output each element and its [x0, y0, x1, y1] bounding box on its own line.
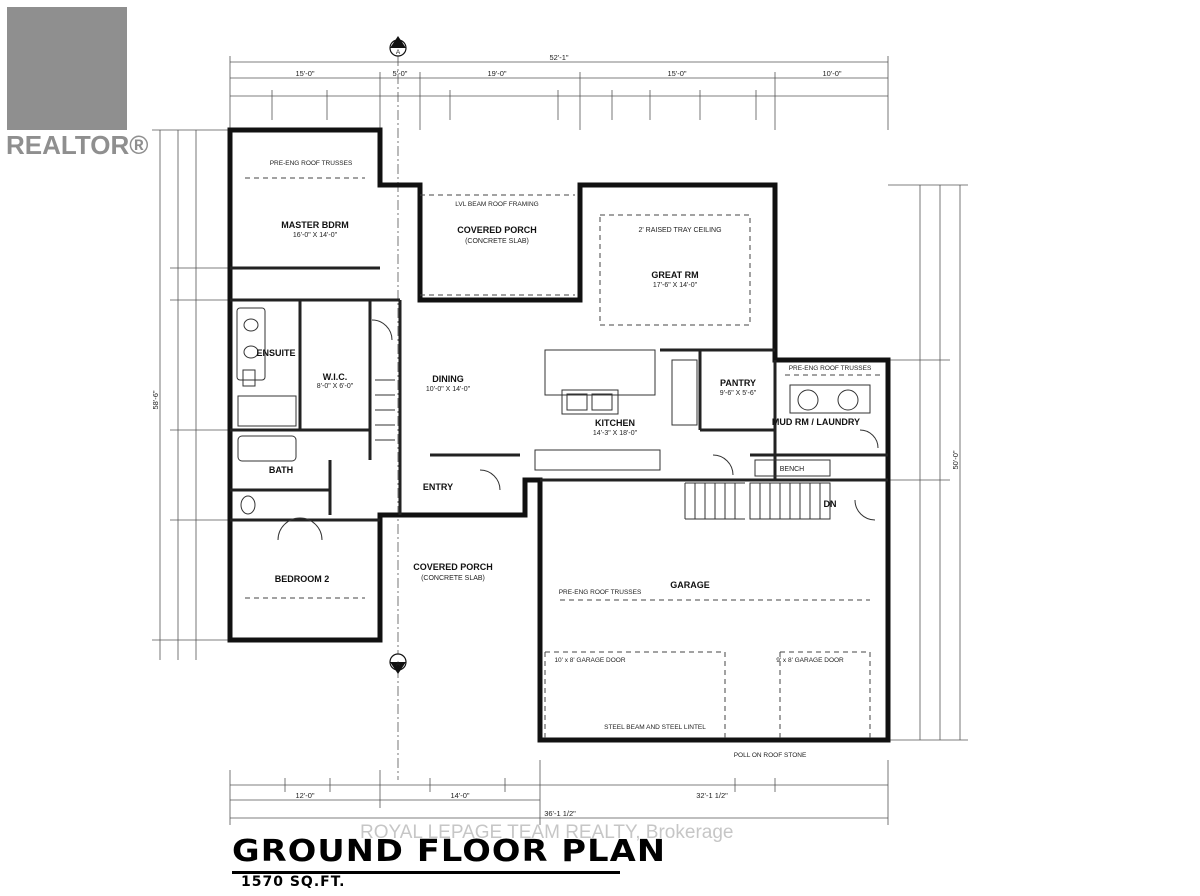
dim-overall-top: 52'-1" — [549, 53, 568, 62]
fixtures — [236, 307, 871, 515]
dim-top-2: 5'-0" — [393, 69, 408, 78]
room-bath: BATH — [269, 465, 293, 475]
dim-top-5: 10'-0" — [822, 69, 841, 78]
dim-top-4: 15'-0" — [667, 69, 686, 78]
room-dining-size: 10'-0" X 14'-0" — [426, 386, 471, 393]
room-covered-porch: COVERED PORCH — [457, 225, 537, 235]
room-entry: ENTRY — [423, 482, 453, 492]
room-dining: DINING — [432, 374, 464, 384]
room-kitchen: KITCHEN — [595, 418, 635, 428]
note-trusses-master: PRE-ENG ROOF TRUSSES — [270, 160, 353, 167]
room-great-rm: GREAT RM — [651, 270, 698, 280]
brokerage-watermark: ROYAL LEPAGE TEAM REALTY, Brokerage — [360, 822, 734, 843]
dim-top-1: 15'-0" — [295, 69, 314, 78]
room-master-bdrm: MASTER BDRM — [281, 220, 349, 230]
section-marker-top: A — [396, 49, 401, 56]
section-line — [389, 36, 407, 780]
note-trusses-mud: PRE-ENG ROOF TRUSSES — [789, 365, 872, 372]
room-garage: GARAGE — [670, 580, 710, 590]
note-trusses-garage: PRE-ENG ROOF TRUSSES — [559, 589, 642, 596]
great-ceiling-note: 2' RAISED TRAY CEILING — [638, 227, 721, 234]
dim-garage-width: 32'-1 1/2" — [696, 791, 728, 800]
realtor-logo-text: REALTOR® — [6, 130, 149, 160]
room-covered-porch-front-note: (CONCRETE SLAB) — [421, 575, 485, 582]
label-bench: BENCH — [780, 466, 805, 473]
dim-bottom-1: 12'-0" — [295, 791, 314, 800]
room-covered-porch-front: COVERED PORCH — [413, 562, 493, 572]
section-marker-bottom: A — [396, 661, 401, 668]
note-lvl-beam: LVL BEAM ROOF FRAMING — [455, 201, 538, 208]
ceiling-dashed-lines — [245, 177, 880, 740]
interior-walls — [230, 266, 888, 522]
note-steel-beam: STEEL BEAM AND STEEL LINTEL — [604, 724, 706, 731]
room-ensuite: ENSUITE — [256, 348, 295, 358]
plan-area: 1570 SQ.FT. — [241, 874, 346, 890]
room-master-size: 16'-0" X 14'-0" — [293, 232, 338, 239]
right-dimension-lines — [888, 184, 968, 741]
label-dn: DN — [824, 499, 837, 509]
room-pantry: PANTRY — [720, 378, 756, 388]
room-kitchen-size: 14'-3" X 18'-0" — [593, 430, 638, 437]
dim-right-overall: 50'-0" — [951, 450, 960, 469]
door-swings — [277, 319, 879, 541]
plan-title: GROUND FLOOR PLAN — [232, 834, 667, 869]
left-dimension-lines — [152, 129, 230, 660]
exterior-walls — [227, 127, 891, 743]
dim-top-3: 19'-0" — [487, 69, 506, 78]
dim-bottom-2: 14'-0" — [450, 791, 469, 800]
stairs — [375, 379, 831, 520]
room-great-size: 17'-6" X 14'-0" — [653, 282, 698, 289]
dim-bottom-overall: 36'-1 1/2" — [544, 809, 576, 818]
bottom-dimension-lines — [229, 760, 889, 825]
dim-left-overall: 58'-6" — [151, 390, 160, 409]
room-mud-laundry: MUD RM / LAUNDRY — [772, 417, 860, 427]
realtor-logo: REALTOR® — [0, 0, 148, 162]
note-garage-door-left: 10' x 8' GARAGE DOOR — [554, 657, 625, 664]
realtor-logo-mark — [7, 7, 127, 130]
room-wic-size: 8'-0" X 6'-0" — [317, 383, 354, 390]
room-covered-porch-note: (CONCRETE SLAB) — [465, 238, 529, 245]
room-wic: W.I.C. — [323, 372, 348, 382]
top-dimension-lines — [229, 56, 889, 130]
plan-title-underline — [232, 871, 620, 874]
note-garage-door-right: 9' x 8' GARAGE DOOR — [776, 657, 844, 664]
room-bedroom-2: BEDROOM 2 — [275, 574, 330, 584]
note-roof-stone: POLL ON ROOF STONE — [734, 752, 807, 759]
room-pantry-size: 9'-6" X 5'-6" — [720, 390, 757, 397]
